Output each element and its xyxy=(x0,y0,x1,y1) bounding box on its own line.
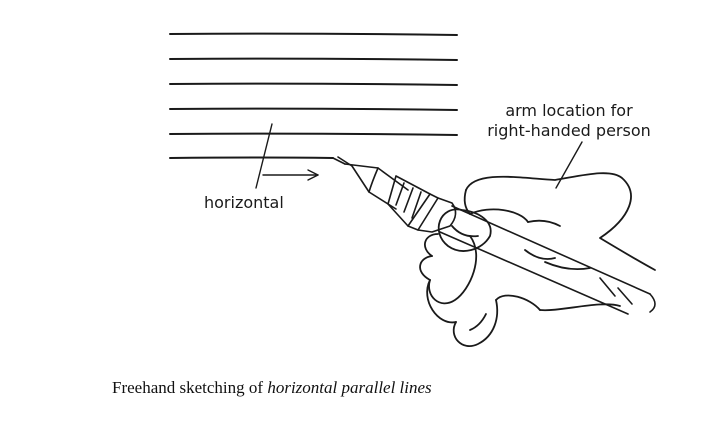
parallel-line xyxy=(169,132,458,136)
figure-caption: Freehand sketching of horizontal paralle… xyxy=(112,378,432,398)
parallel-line xyxy=(169,107,458,111)
hand-icon xyxy=(419,172,656,347)
caption-prefix: Freehand sketching of xyxy=(112,378,268,397)
parallel-line-in-progress xyxy=(169,156,334,159)
arm-location-label: arm location for right-handed person xyxy=(476,101,662,141)
horizontal-label: horizontal xyxy=(204,193,284,212)
arm-location-label-line-2: right-handed person xyxy=(487,121,651,140)
parallel-line xyxy=(169,57,458,61)
parallel-lines xyxy=(169,32,458,159)
parallel-line xyxy=(169,32,458,36)
horizontal-leader-line xyxy=(255,123,273,189)
caption-emphasis: horizontal parallel lines xyxy=(267,378,432,397)
arm-location-label-line-1: arm location for xyxy=(505,101,633,120)
arrow-right-icon xyxy=(262,169,319,181)
arm-leader-line xyxy=(555,141,583,189)
parallel-line xyxy=(169,82,458,86)
pencil-icon xyxy=(332,156,656,315)
